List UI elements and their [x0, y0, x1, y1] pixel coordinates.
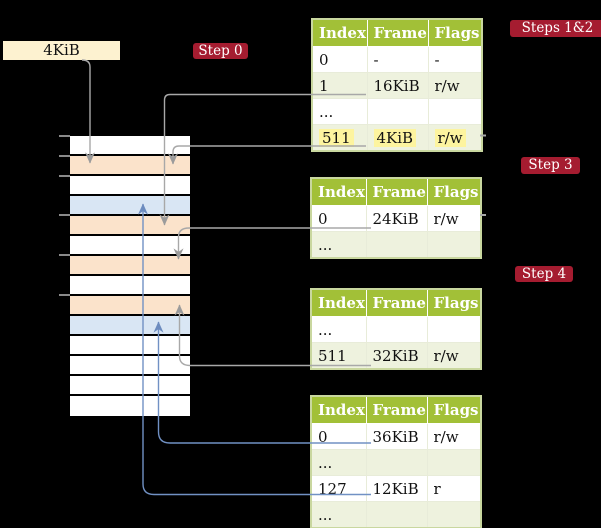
frame-boundary-tick	[59, 214, 70, 216]
header-index: Index	[310, 177, 367, 206]
memory-frame-row-10	[70, 316, 190, 336]
badge-step-4: Step 4	[515, 266, 573, 282]
cell-flags: r/w	[426, 423, 482, 450]
table-row: 511 32KiB r/w	[310, 342, 482, 370]
cell-frame	[365, 316, 428, 343]
table-row: ...	[311, 98, 483, 125]
header-flags: Flags	[426, 395, 482, 424]
header-flags: Flags	[426, 288, 482, 317]
cell-frame: 24KiB	[365, 205, 428, 232]
memory-frame-row-1	[70, 136, 190, 156]
badge-step-0: Step 0	[193, 43, 248, 59]
cell-index: ...	[310, 231, 367, 259]
cell-flags: r	[426, 475, 482, 502]
header-frame: Frame	[366, 18, 429, 47]
table-header-row: Index Frame Flags	[311, 18, 483, 47]
cell-flags: -	[427, 46, 483, 73]
table-row: ...	[310, 231, 482, 259]
cell-flags: r/w	[427, 124, 483, 152]
memory-frame-row-5	[70, 216, 190, 236]
table-row: 127 12KiB r	[310, 475, 482, 502]
memory-frame-row-3	[70, 176, 190, 196]
cell-frame	[366, 98, 429, 125]
table-row: 0 24KiB r/w	[310, 205, 482, 232]
table-row: ...	[310, 449, 482, 476]
cell-index: 0	[311, 46, 368, 73]
cell-index: 511	[310, 342, 367, 370]
header-flags: Flags	[426, 177, 482, 206]
table-row: ...	[310, 501, 482, 528]
table-row-highlighted: 511 4KiB r/w	[311, 124, 483, 152]
table-header-row: Index Frame Flags	[310, 288, 482, 317]
header-flags: Flags	[427, 18, 483, 47]
cell-frame	[365, 231, 428, 259]
table-row: 0 - -	[311, 46, 483, 73]
header-frame: Frame	[365, 288, 428, 317]
cell-frame	[365, 449, 428, 476]
memory-frame-row-9	[70, 296, 190, 316]
memory-frame-row-2	[70, 156, 190, 176]
cell-flags: r/w	[427, 72, 483, 99]
frame-boundary-tick	[59, 175, 70, 177]
header-frame: Frame	[365, 395, 428, 424]
cell-flags	[426, 231, 482, 259]
frame-boundary-tick	[59, 155, 70, 157]
memory-frame-row-11	[70, 336, 190, 356]
frame-boundary-tick	[59, 135, 70, 137]
table-row: 0 36KiB r/w	[310, 423, 482, 450]
table-header-row: Index Frame Flags	[310, 395, 482, 424]
cell-flags: r/w	[426, 342, 482, 370]
cell-frame: 4KiB	[366, 124, 429, 152]
memory-frame-row-13	[70, 376, 190, 396]
cell-flags: r/w	[426, 205, 482, 232]
cell-frame: -	[366, 46, 429, 73]
memory-frame-row-6	[70, 236, 190, 256]
cell-frame: 16KiB	[366, 72, 429, 99]
header-index: Index	[310, 395, 367, 424]
frame-size-label: 4KiB	[3, 41, 120, 60]
cell-index: ...	[311, 98, 368, 125]
memory-frame-row-8	[70, 276, 190, 296]
cell-flags	[426, 501, 482, 528]
cell-flags	[426, 449, 482, 476]
cell-index: 0	[310, 423, 367, 450]
cell-index: 127	[310, 475, 367, 502]
badge-step-3: Step 3	[521, 157, 580, 174]
header-index: Index	[311, 18, 368, 47]
page-table-steps-1-2: Index Frame Flags 0 - - 1 16KiB r/w ... …	[311, 18, 483, 152]
table-header-row: Index Frame Flags	[310, 177, 482, 206]
frame-boundary-tick	[59, 254, 70, 256]
memory-frame-row-4	[70, 196, 190, 216]
cell-frame: 36KiB	[365, 423, 428, 450]
header-frame: Frame	[365, 177, 428, 206]
header-index: Index	[310, 288, 367, 317]
page-table-step-3: Index Frame Flags 0 24KiB r/w ...	[310, 177, 482, 259]
cell-index: ...	[310, 316, 367, 343]
table-row: 1 16KiB r/w	[311, 72, 483, 99]
cell-index: ...	[310, 501, 367, 528]
cell-flags	[427, 98, 483, 125]
memory-frame-row-7	[70, 256, 190, 276]
memory-frame-row-12	[70, 356, 190, 376]
page-table-step-4: Index Frame Flags ... 511 32KiB r/w	[310, 288, 482, 370]
page-table-bottom-level: Index Frame Flags 0 36KiB r/w ... 127 12…	[310, 395, 482, 528]
physical-memory-stack	[70, 136, 190, 416]
cell-index: 1	[311, 72, 368, 99]
cell-frame	[365, 501, 428, 528]
cell-index: 0	[310, 205, 367, 232]
cell-flags	[426, 316, 482, 343]
cell-index: 511	[311, 124, 368, 152]
cell-index: ...	[310, 449, 367, 476]
cell-frame: 12KiB	[365, 475, 428, 502]
badge-steps-1-2: Steps 1&2	[510, 20, 601, 37]
memory-frame-row-14	[70, 396, 190, 416]
cell-frame: 32KiB	[365, 342, 428, 370]
frame-boundary-tick	[59, 294, 70, 296]
table-row: ...	[310, 316, 482, 343]
